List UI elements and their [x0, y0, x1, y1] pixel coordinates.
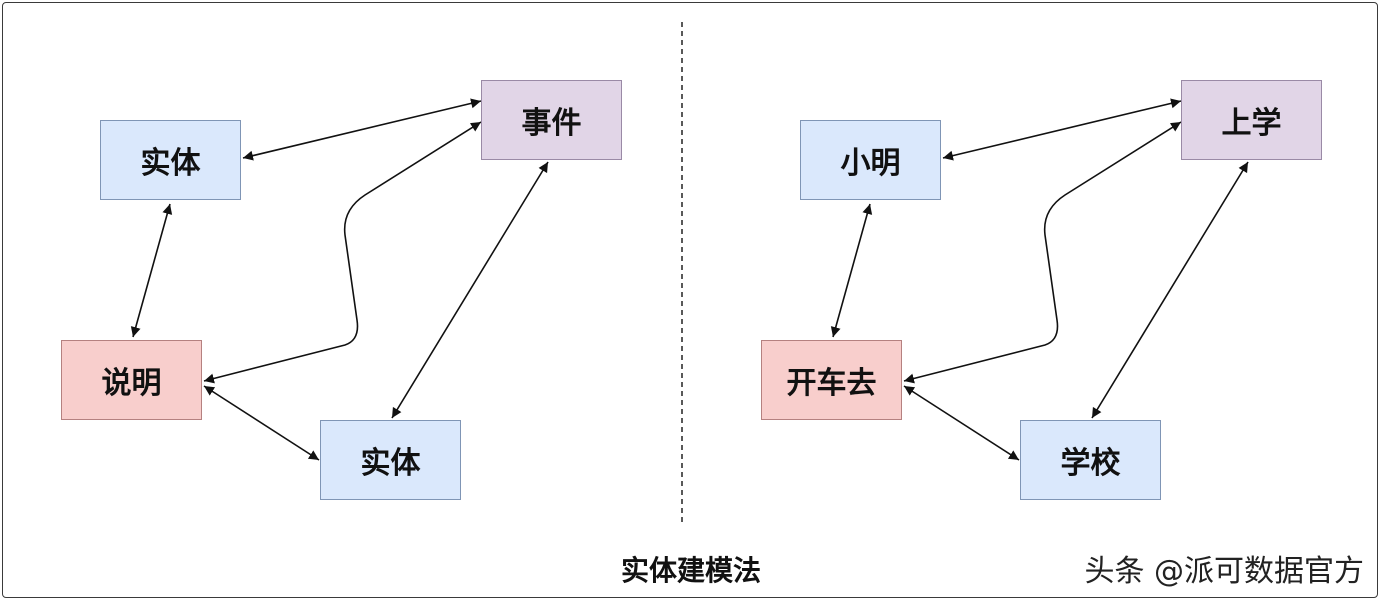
edge-event-entity2: [391, 161, 549, 419]
right-event-node: 上学: [1181, 80, 1322, 160]
right-description-node: 开车去: [761, 340, 902, 420]
edge-entity-event: [242, 98, 482, 161]
edge-xiaoming-shangxue: [942, 98, 1182, 161]
left-description-node: 说明: [61, 340, 202, 420]
watermark-text: 头条 @派可数据官方: [1084, 554, 1364, 589]
left-entity-bottom-node: 实体: [320, 420, 461, 500]
right-entity-bottom-node: 学校: [1020, 420, 1161, 500]
edge-description-entity2: [203, 385, 320, 461]
edge-entity-description: [130, 203, 173, 338]
edge-shangxue-xuexiao: [1091, 161, 1249, 419]
edge-description-event: [203, 121, 482, 384]
edge-kaichequ-xuexiao: [903, 385, 1020, 461]
edge-xiaoming-kaichequ: [830, 203, 873, 338]
left-entity-node: 实体: [100, 120, 241, 200]
edge-kaichequ-shangxue: [903, 121, 1182, 384]
right-entity-node: 小明: [800, 120, 941, 200]
diagram-caption: 实体建模法: [620, 554, 761, 587]
left-event-node: 事件: [481, 80, 622, 160]
